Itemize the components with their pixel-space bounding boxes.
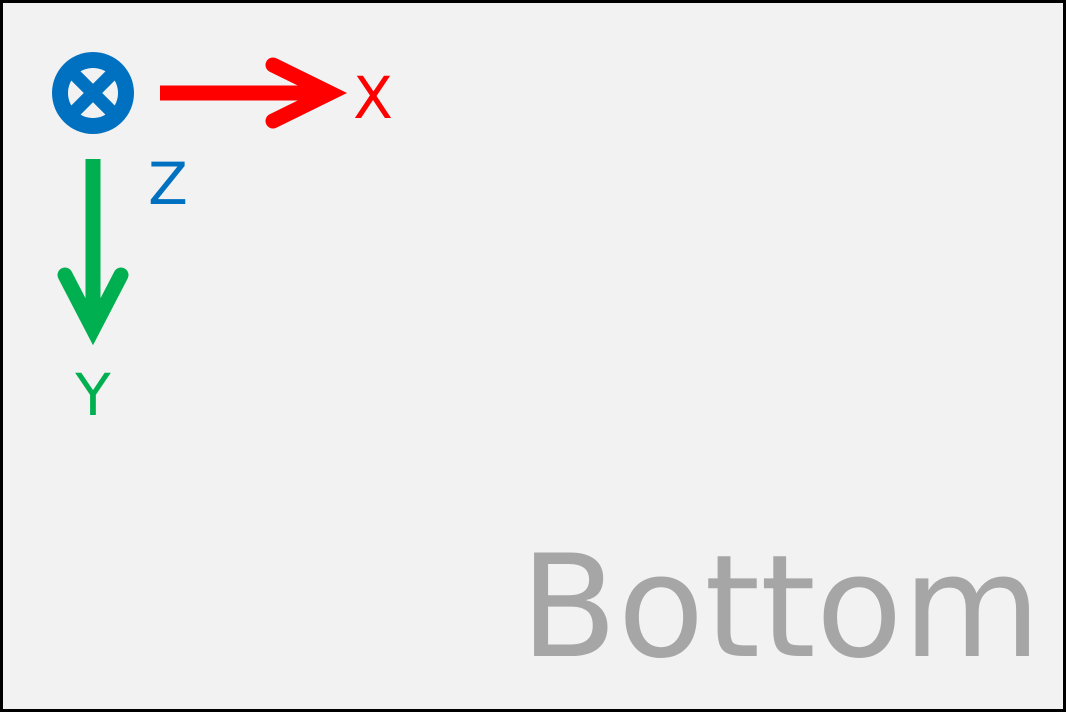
coordinate-axes: X Z Y xyxy=(52,52,393,429)
x-axis-arrow xyxy=(160,57,348,129)
y-axis-arrow xyxy=(57,159,129,346)
view-name-label: Bottom xyxy=(520,525,1041,690)
x-axis-label: X xyxy=(353,64,393,132)
y-axis-label: Y xyxy=(74,361,111,429)
z-axis-into-page-icon xyxy=(52,52,134,134)
z-axis-label: Z xyxy=(148,150,188,218)
